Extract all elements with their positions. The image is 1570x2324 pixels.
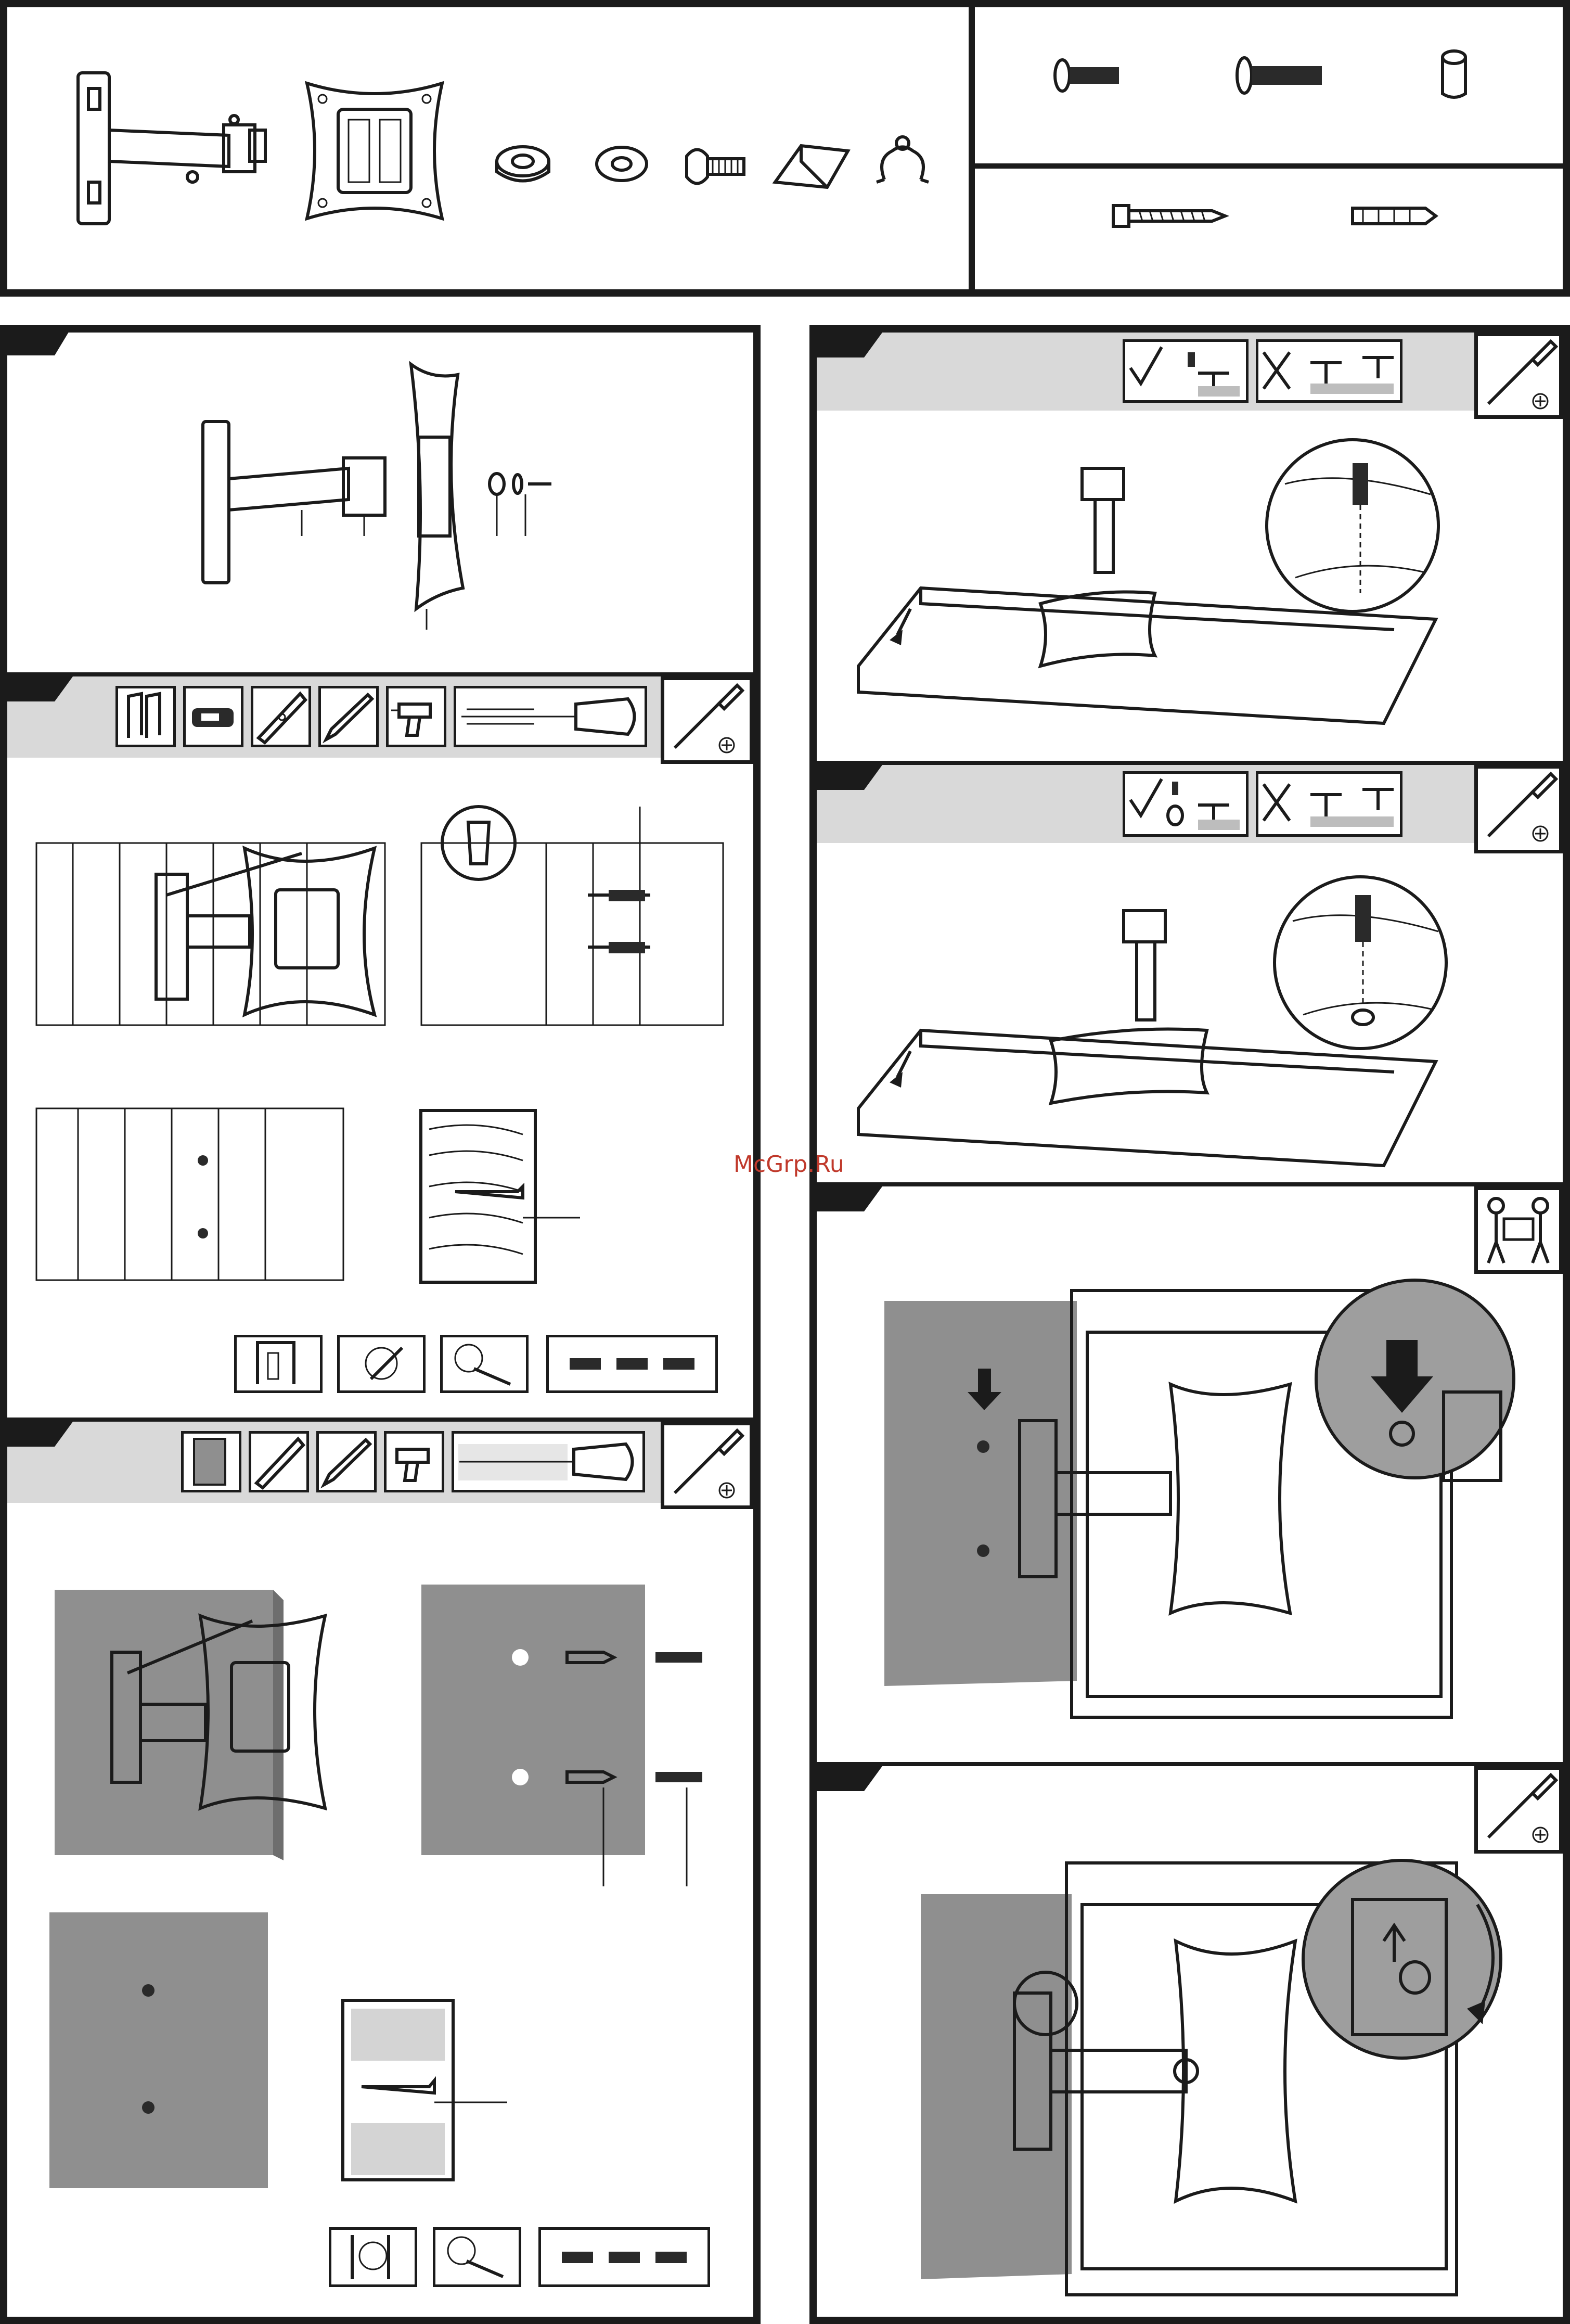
cable-holder-icon [874,133,931,190]
drill-icon-concrete [384,1431,444,1492]
right-divider-1 [809,761,1570,765]
spacer-icon [1433,47,1475,104]
long-machine-screw-icon [1233,52,1327,99]
concrete-cross-section-detail [341,1998,512,2183]
wall-anchor-icon [1347,198,1441,234]
wall-panel-icon [181,1431,241,1492]
cable-clip-icon [770,135,853,193]
left-divider-2 [0,1418,761,1422]
wood-wall-screws-scene [31,1098,349,1285]
pencil-icon [318,686,379,747]
screwdriver-tool-tighten [1474,1766,1563,1854]
hang-zoom-detail [1314,1278,1516,1496]
screwdriver-tool-tv-flat [1474,333,1563,419]
wood-sub-step-3 [440,1335,529,1393]
screwdriver-tool-tv-round [1474,765,1563,853]
vesa-plate-icon [291,73,458,229]
incorrect-method-box [1256,339,1402,403]
lag-screw-icon [1108,198,1228,234]
screwdriver-tool-wood [661,676,753,764]
wood-sub-step-4 [546,1335,718,1393]
bracket-assembly-diagram [198,359,572,630]
washer-icon [593,143,650,185]
check-icon [1130,347,1162,384]
concrete-wall-mount-scene [44,1579,346,1860]
stud-finder-icon [183,686,243,747]
tighten-zoom-detail [1301,1858,1519,2076]
concrete-sub-step-2 [433,2227,521,2287]
two-persons-tool [1474,1186,1563,1274]
pencil-icon-concrete [316,1431,377,1492]
concrete-wall-screws-scene [44,1907,284,2199]
drill-bit-wood-icon [454,686,647,747]
stud-panel-icon [115,686,176,747]
drill-icon [386,686,446,747]
wood-sub-step-1 [234,1335,323,1393]
right-divider-3 [809,1762,1570,1766]
watermark: McGrp.Ru [733,1151,844,1178]
concrete-anchor-scene [416,1579,728,1892]
correct-method-box-spacer [1123,771,1249,837]
concrete-sub-step-3 [538,2227,710,2287]
screwdriver-tool-concrete [661,1422,753,1509]
wood-sub-step-2 [337,1335,426,1393]
correct-method-box [1123,339,1249,403]
wood-anchor-detail [416,807,728,1030]
tv-round-zoom-detail [1272,874,1449,1062]
concrete-sub-step-1 [329,2227,417,2287]
drill-bit-concrete-icon [452,1431,645,1492]
parts-divider-vertical [969,0,975,297]
cross-icon [1264,352,1290,389]
locking-knob-icon [492,141,554,193]
right-divider-2 [809,1182,1570,1186]
level-icon [251,686,311,747]
parts-divider-horizontal [969,163,1570,169]
tv-flat-zoom-detail [1264,437,1441,624]
short-machine-screw-icon [1051,55,1124,96]
wall-arm-bracket-icon [73,68,271,234]
incorrect-method-box-spacer [1256,771,1402,837]
bolt-icon [681,141,749,193]
left-divider-1 [0,672,761,676]
wood-grain-detail [419,1108,585,1285]
wood-wall-mount-scene [31,833,385,1030]
level-icon-concrete [249,1431,309,1492]
